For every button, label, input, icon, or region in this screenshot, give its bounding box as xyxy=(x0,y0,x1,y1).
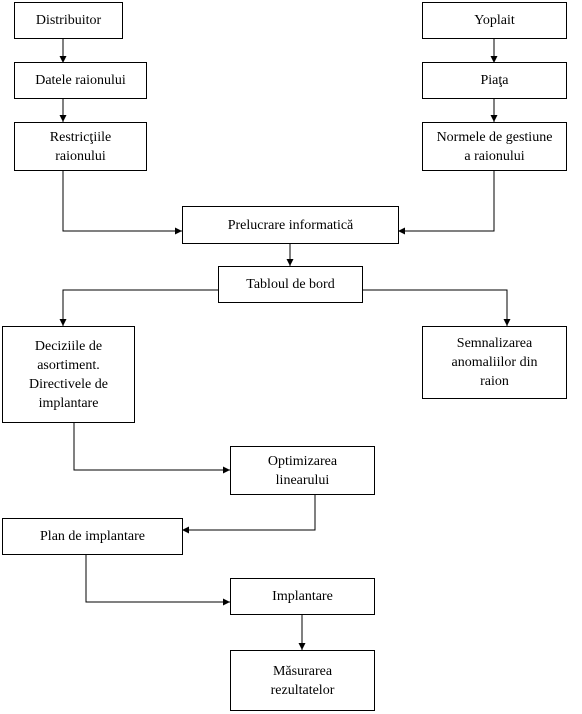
node-normele-de-gestiune: Normele de gestiune a raionului xyxy=(422,122,567,171)
node-prelucrare-informatica: Prelucrare informatică xyxy=(182,206,399,244)
node-optimizarea-linearului: Optimizarea linearului xyxy=(230,446,375,495)
node-piata: Piaţa xyxy=(422,62,567,99)
arrow-deciziile-to-optimizarea xyxy=(73,422,230,474)
node-yoplait: Yoplait xyxy=(422,2,567,39)
arrow-optimizarea-to-plan xyxy=(182,494,316,534)
arrow-plan-to-implantare xyxy=(85,554,230,606)
arrow-restrictiile-to-prelucrare xyxy=(62,170,182,235)
node-semnalizarea-anomaliilor: Semnalizarea anomaliilor din raion xyxy=(422,326,567,399)
node-tabloul-de-bord: Tabloul de bord xyxy=(218,266,363,303)
arrow-normele-to-prelucrare xyxy=(398,170,495,235)
node-plan-de-implantare: Plan de implantare xyxy=(2,518,183,555)
node-deciziile-de-asortiment: Deciziile de asortiment. Directivele de … xyxy=(2,326,135,423)
node-masurarea-rezultatelor: Măsurarea rezultatelor xyxy=(230,650,375,711)
node-implantare: Implantare xyxy=(230,578,375,615)
node-distribuitor: Distribuitor xyxy=(14,2,123,39)
node-datele-raionului: Datele raionului xyxy=(14,62,147,99)
arrow-tabloul-to-semnalizarea xyxy=(362,289,511,326)
arrow-tabloul-to-deciziile xyxy=(59,289,218,326)
node-restrictiile-raionului: Restricţiile raionului xyxy=(14,122,147,171)
